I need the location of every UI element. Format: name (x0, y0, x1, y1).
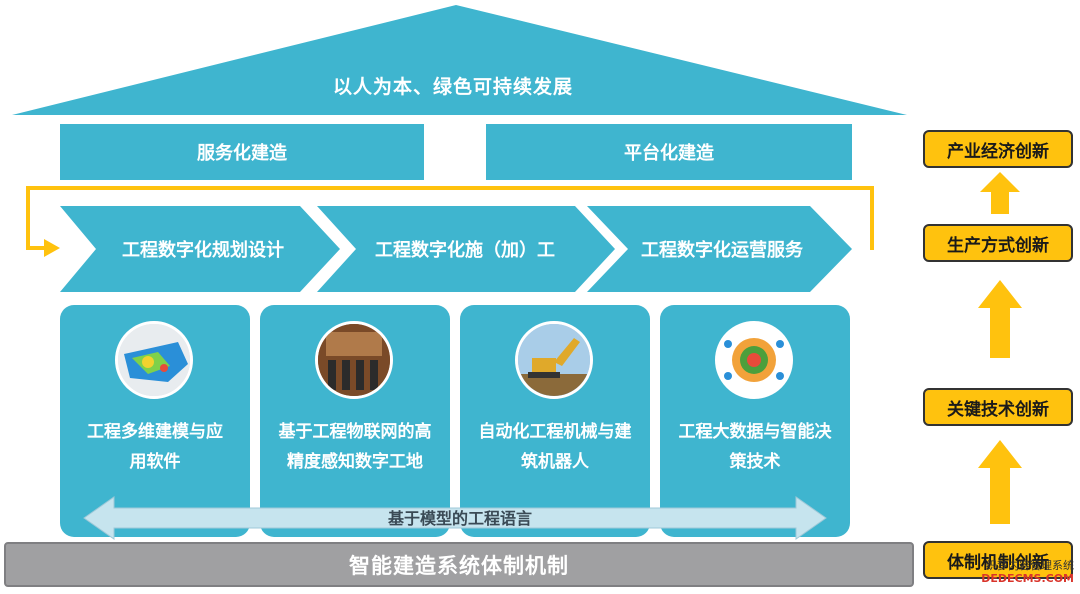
card-modeling-software-text: 工程多维建模与应 用软件 (87, 422, 223, 472)
foundation-bar: 智能建造系统体制机制 (4, 542, 914, 587)
roof-triangle (12, 5, 907, 115)
up-arrow-3 (978, 440, 1022, 524)
service-construction-box: 服务化建造 (60, 124, 424, 180)
stage-institutional-mechanism: 体制机制创新 (923, 541, 1073, 579)
model-language-arrow (83, 496, 827, 540)
card-construction-robots-text: 自动化工程机械与建 筑机器人 (478, 422, 632, 472)
up-arrow-1 (980, 172, 1020, 214)
feedback-loop-arrow (26, 186, 874, 257)
card-iot-smart-site-text: 基于工程物联网的高 精度感知数字工地 (278, 422, 432, 472)
platform-construction-box: 平台化建造 (486, 124, 852, 180)
stage-production-mode: 生产方式创新 (923, 224, 1073, 262)
card-big-data-decision-text: 工程大数据与智能决 策技术 (678, 422, 832, 472)
chevron-construction (317, 206, 615, 292)
card-iot-smart-site: 基于工程物联网的高 精度感知数字工地 (260, 305, 450, 537)
card-big-data-decision: 工程大数据与智能决 策技术 (660, 305, 850, 537)
up-arrow-2 (978, 280, 1022, 358)
construction-site-thumbnail (315, 321, 393, 399)
watermark: 织梦内容管理系统 DEDECMS.COM (981, 559, 1074, 585)
card-modeling-software: 工程多维建模与应 用软件 (60, 305, 250, 537)
excavator-thumbnail (515, 321, 593, 399)
process-step-planning: 工程数字化规划设计 (122, 240, 284, 261)
process-step-operation: 工程数字化运营服务 (641, 240, 803, 261)
card-construction-robots: 自动化工程机械与建 筑机器人 (460, 305, 650, 537)
data-wheel-thumbnail (715, 321, 793, 399)
up-arrows (978, 172, 1022, 524)
chevron-operation (587, 206, 852, 292)
chevron-planning (60, 206, 340, 292)
bim-model-thumbnail (115, 321, 193, 399)
process-chevrons (60, 206, 852, 292)
roof-label: 以人为本、绿色可持续发展 (332, 76, 573, 98)
model-language-label: 基于模型的工程语言 (387, 509, 532, 528)
stage-industrial-economy: 产业经济创新 (923, 130, 1073, 168)
stage-key-technology: 关键技术创新 (923, 388, 1073, 426)
process-step-construction: 工程数字化施（加）工 (375, 240, 555, 261)
